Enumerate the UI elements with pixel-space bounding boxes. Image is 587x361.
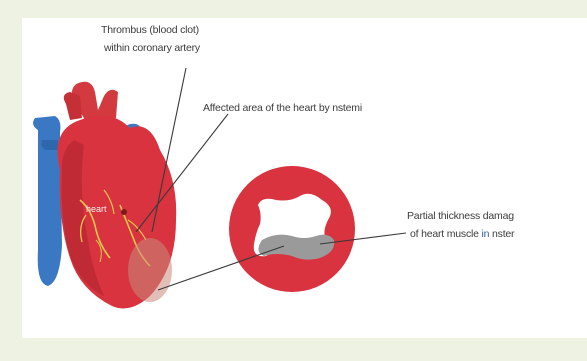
partial-damage-label-line2: of heart muscle in nster	[410, 226, 514, 242]
cross-section-icon	[229, 166, 355, 292]
partial-damage-text-a: of heart muscle	[410, 228, 482, 240]
partial-damage-text-b: nster	[489, 228, 514, 240]
partial-damage-label-line1: Partial thickness damag	[407, 208, 514, 224]
affected-area-label: Affected area of the heart by nstemi	[203, 100, 362, 116]
thrombus-label-line1: Thrombus (blood clot)	[101, 22, 199, 38]
thrombus-label-line2: within coronary artery	[104, 40, 200, 56]
heart-icon: heart	[58, 116, 177, 309]
vena-cava-icon	[33, 116, 62, 286]
heart-word-label: heart	[86, 204, 107, 214]
